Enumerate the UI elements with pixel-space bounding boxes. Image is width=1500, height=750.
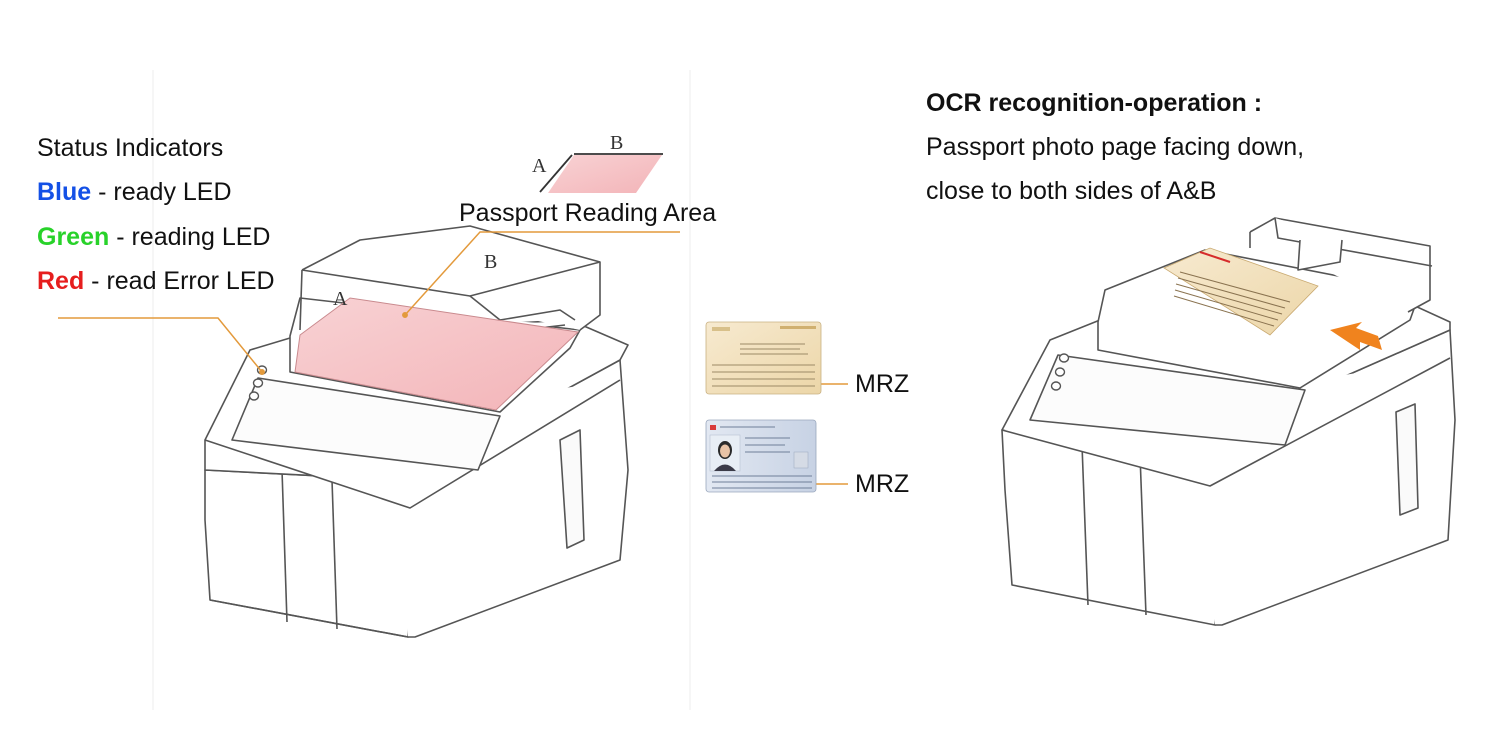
insert-direction-arrow-icon [1330, 322, 1382, 350]
status-leds-right [1050, 353, 1070, 391]
status-leader-line [58, 317, 263, 373]
passport-data-page-card [705, 321, 822, 395]
ocr-instruction-line-1: Passport photo page facing down, [926, 133, 1305, 161]
ocr-instruction-line-2: close to both sides of A&B [926, 177, 1217, 205]
led-blue-legend: Blue - ready LED [37, 177, 232, 207]
device-side-a-label: A [333, 288, 348, 310]
status-indicators-heading: Status Indicators [37, 134, 224, 162]
led-green-word: Green [37, 223, 110, 251]
led-red-dot [248, 391, 260, 401]
led-red-desc: - read Error LED [84, 267, 275, 295]
led-green-desc: - reading LED [109, 223, 271, 251]
reading-area-inset: A B [532, 132, 663, 193]
passport-reading-area-label: Passport Reading Area [459, 199, 717, 227]
device-side-b-label: B [484, 251, 497, 273]
led-green-legend: Green - reading LED [37, 222, 270, 252]
led-green-dot [252, 378, 264, 388]
inset-side-a-label: A [532, 155, 547, 177]
reading-area-leader-line [404, 231, 680, 316]
mrz-label-2: MRZ [855, 470, 909, 498]
led-red-word: Red [37, 267, 85, 295]
id-card-small-photo [793, 451, 809, 469]
passport-reading-area-left [294, 297, 580, 411]
led-red-legend: Red - read Error LED [37, 266, 275, 296]
passport-on-reader [1163, 247, 1319, 336]
status-leds [248, 365, 268, 401]
inset-side-b-label: B [610, 132, 623, 154]
id-card [705, 419, 817, 493]
led-blue-desc: - ready LED [91, 178, 232, 206]
ocr-operation-title: OCR recognition-operation : [926, 89, 1263, 117]
mrz-label-1: MRZ [855, 370, 909, 398]
led-blue-word: Blue [37, 178, 92, 206]
